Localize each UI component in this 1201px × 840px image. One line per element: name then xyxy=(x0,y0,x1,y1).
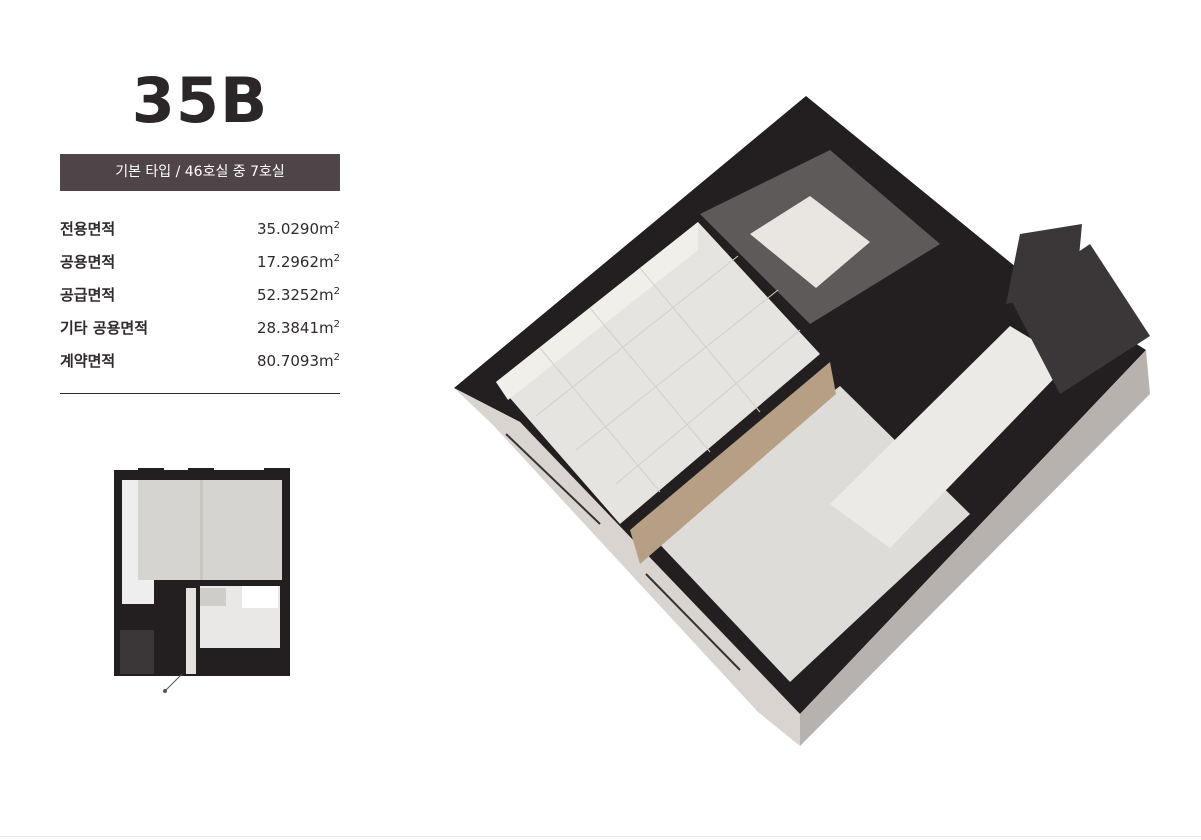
area-value: 35.0290m2 xyxy=(256,219,340,238)
area-list: 전용면적 35.0290m2 공용면적 17.2962m2 공급면적 52.32… xyxy=(60,212,340,377)
area-row-other-common: 기타 공용면적 28.3841m2 xyxy=(60,311,340,344)
area-row-exclusive: 전용면적 35.0290m2 xyxy=(60,212,340,245)
area-label: 계약면적 xyxy=(60,352,116,370)
area-value: 28.3841m2 xyxy=(256,318,340,337)
floor-plan-3d xyxy=(454,96,1150,746)
unit-type-title: 35B xyxy=(131,64,269,137)
area-row-contract: 계약면적 80.7093m2 xyxy=(60,344,340,377)
area-label: 공용면적 xyxy=(60,253,116,271)
area-value: 52.3252m2 xyxy=(256,285,340,304)
area-divider xyxy=(60,393,340,394)
area-row-common: 공용면적 17.2962m2 xyxy=(60,245,340,278)
area-row-supply: 공급면적 52.3252m2 xyxy=(60,278,340,311)
area-label: 기타 공용면적 xyxy=(60,319,149,337)
floor-plan-2d xyxy=(114,468,290,693)
area-label: 전용면적 xyxy=(60,220,116,238)
unit-type-banner: 기본 타입 / 46호실 중 7호실 xyxy=(60,154,340,191)
area-label: 공급면적 xyxy=(60,286,116,304)
area-value: 80.7093m2 xyxy=(256,351,340,370)
footer-divider xyxy=(0,836,1201,837)
area-value: 17.2962m2 xyxy=(256,252,340,271)
